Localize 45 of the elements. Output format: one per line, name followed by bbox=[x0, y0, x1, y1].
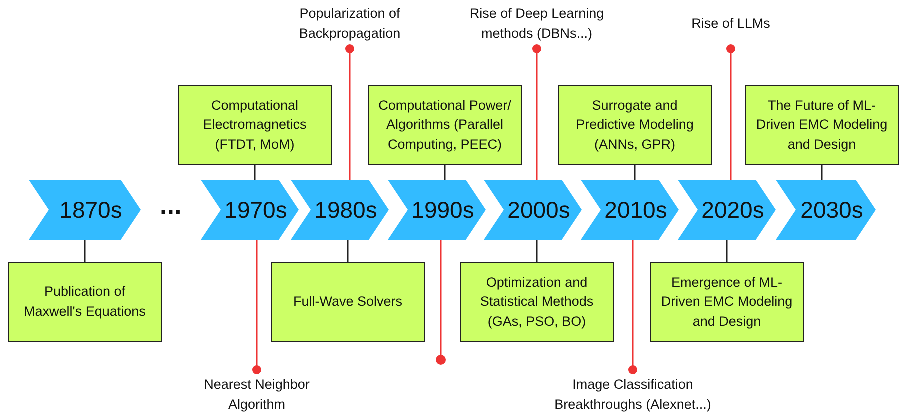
year-label: 1990s bbox=[410, 196, 474, 224]
marker-line bbox=[346, 44, 354, 180]
milestone-text: Popularization of Backpropagation bbox=[275, 3, 425, 45]
decade-band bbox=[776, 180, 876, 240]
event-box: Computational Power/ Algorithms (Parallel Computing, PEEC) bbox=[368, 85, 522, 165]
year-label: 2010s bbox=[604, 196, 668, 224]
marker-line bbox=[440, 240, 442, 355]
connector-line bbox=[821, 165, 823, 180]
marker-line bbox=[726, 44, 736, 180]
decade-band bbox=[388, 180, 486, 240]
marker-line bbox=[252, 240, 262, 374]
milestone-text: Nearest Neighbor Algorithm bbox=[182, 374, 332, 416]
year-label: 2030s bbox=[800, 196, 864, 224]
decade-band bbox=[201, 180, 299, 240]
decade-band bbox=[678, 180, 776, 240]
event-box: Surrogate and Predictive Modeling (ANNs, GPR) bbox=[558, 85, 712, 165]
decade-band bbox=[29, 180, 141, 240]
connector-line bbox=[254, 165, 256, 180]
year-label: 1980s bbox=[314, 196, 378, 224]
marker-line bbox=[532, 44, 542, 180]
connector-line bbox=[347, 240, 349, 262]
event-box: Computational Electromagnetics (FTDT, MoM) bbox=[178, 85, 332, 165]
decade-band bbox=[291, 180, 389, 240]
marker-line bbox=[628, 240, 638, 374]
year-label: 1970s bbox=[224, 196, 288, 224]
event-box: Full-Wave Solvers bbox=[271, 262, 425, 342]
connector-line bbox=[634, 165, 636, 180]
event-box: The Future of ML-Driven EMC Modeling and Design bbox=[745, 85, 899, 165]
year-label: 1870s bbox=[58, 196, 122, 224]
event-box: Optimization and Statistical Methods (GAs, PSO, BO) bbox=[460, 262, 614, 342]
marker-dot bbox=[436, 355, 446, 365]
event-box: Emergence of ML-Driven EMC Modeling and Design bbox=[650, 262, 804, 342]
milestone-text: Image Classification Breakthroughs (Alexnet...) bbox=[538, 374, 728, 416]
event-box: Publication of Maxwell's Equations bbox=[8, 262, 162, 342]
decade-band bbox=[484, 180, 582, 240]
year-label: 2000s bbox=[506, 196, 570, 224]
connector-line bbox=[84, 240, 86, 262]
connector-line bbox=[444, 165, 446, 180]
year-label: 2020s bbox=[700, 196, 764, 224]
decade-band bbox=[581, 180, 679, 240]
milestone-text: Rise of Deep Learning methods (DBNs...) bbox=[447, 3, 627, 45]
connector-line bbox=[726, 240, 728, 262]
ellipsis-text: ... bbox=[160, 192, 182, 218]
milestone-text: Rise of LLMs bbox=[666, 3, 796, 45]
connector-line bbox=[536, 240, 538, 262]
